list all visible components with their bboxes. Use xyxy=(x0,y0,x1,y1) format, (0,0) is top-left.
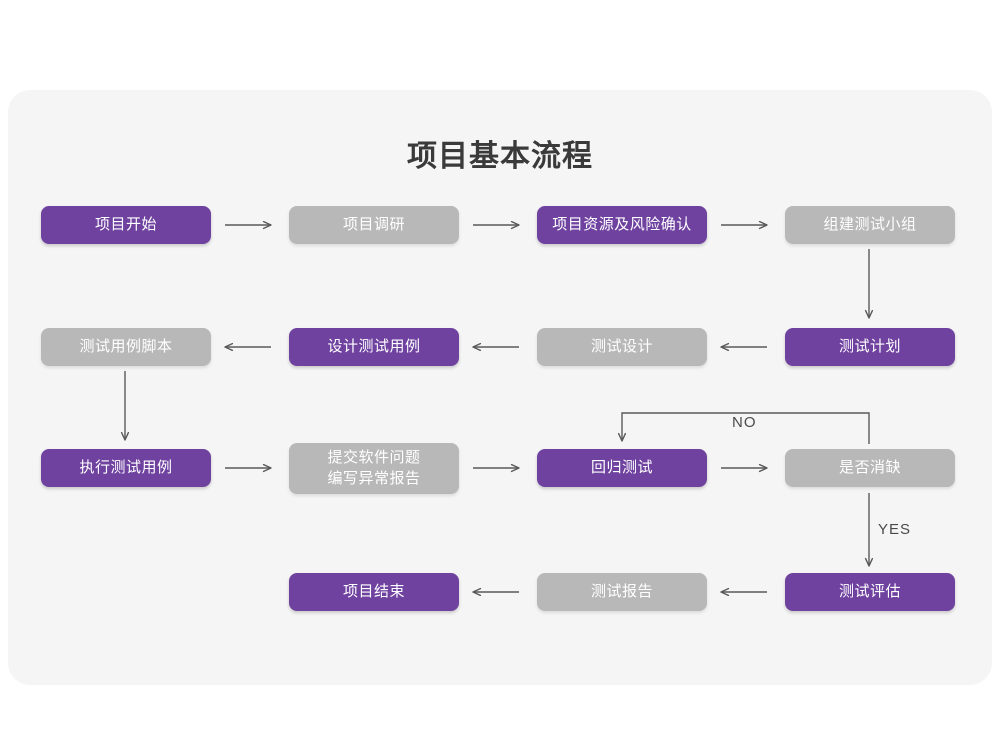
node-submit-issue-report[interactable]: 提交软件问题 编写异常报告 xyxy=(289,443,459,494)
node-test-case-script[interactable]: 测试用例脚本 xyxy=(41,328,211,366)
node-project-research[interactable]: 项目调研 xyxy=(289,206,459,244)
node-label: 测试用例脚本 xyxy=(79,337,173,355)
node-label: 测试设计 xyxy=(590,337,653,355)
node-project-end[interactable]: 项目结束 xyxy=(289,573,459,611)
node-label: 项目调研 xyxy=(342,215,405,233)
node-label: 项目资源及风险确认 xyxy=(552,215,692,233)
node-regression-test[interactable]: 回归测试 xyxy=(537,449,707,487)
node-label: 项目开始 xyxy=(94,215,157,233)
node-design-test-cases[interactable]: 设计测试用例 xyxy=(289,328,459,366)
node-test-plan[interactable]: 测试计划 xyxy=(785,328,955,366)
node-test-report[interactable]: 测试报告 xyxy=(537,573,707,611)
edge-label-no: NO xyxy=(732,414,757,431)
node-test-design[interactable]: 测试设计 xyxy=(537,328,707,366)
node-execute-test-cases[interactable]: 执行测试用例 xyxy=(41,449,211,487)
node-label: 是否消缺 xyxy=(838,458,901,476)
node-label: 项目结束 xyxy=(342,582,405,600)
node-label: 测试计划 xyxy=(838,337,901,355)
node-label: 执行测试用例 xyxy=(79,458,173,476)
node-label: 测试评估 xyxy=(838,582,901,600)
node-project-start[interactable]: 项目开始 xyxy=(41,206,211,244)
node-test-evaluation[interactable]: 测试评估 xyxy=(785,573,955,611)
edge-label-yes: YES xyxy=(878,521,912,538)
node-resource-risk-confirm[interactable]: 项目资源及风险确认 xyxy=(537,206,707,244)
node-label: 设计测试用例 xyxy=(327,337,421,355)
node-defect-cleared[interactable]: 是否消缺 xyxy=(785,449,955,487)
node-label: 提交软件问题 编写异常报告 xyxy=(327,449,421,487)
node-label: 回归测试 xyxy=(590,458,653,476)
node-form-test-team[interactable]: 组建测试小组 xyxy=(785,206,955,244)
node-label: 组建测试小组 xyxy=(823,215,917,233)
page-title: 项目基本流程 xyxy=(407,140,593,173)
node-label: 测试报告 xyxy=(590,582,653,600)
